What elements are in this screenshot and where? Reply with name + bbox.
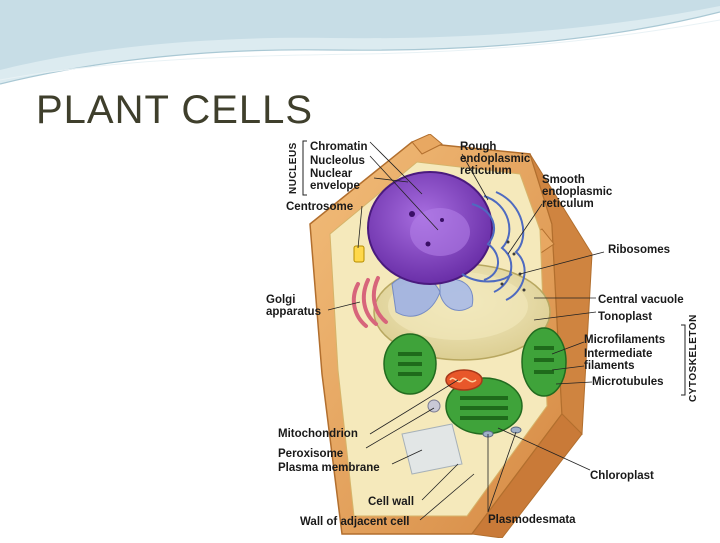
golgi-apparatus-label: Golgi apparatus	[266, 294, 321, 318]
header-banner	[0, 0, 720, 85]
cell-wall-label: Cell wall	[368, 496, 415, 508]
chloroplast-shape	[383, 327, 567, 435]
plant-cell-illustration	[262, 133, 702, 539]
ribosomes-label: Ribosomes	[608, 244, 670, 256]
centrosome-label: Centrosome	[286, 201, 354, 213]
microfilaments-label: Microfilaments	[584, 334, 666, 346]
wall-of-adjacent-cell-label: Wall of adjacent cell	[300, 516, 410, 528]
mitochondrion-shape	[445, 369, 483, 391]
nucleus-bracket	[302, 140, 307, 196]
centrosome-shape	[353, 245, 365, 263]
tonoplast-label: Tonoplast	[598, 311, 653, 323]
nuclear-envelope-label: Nuclear envelope	[310, 168, 360, 192]
cytoskeleton-bracket	[681, 324, 686, 396]
er-shape	[461, 191, 526, 301]
rough-er-label: Rough endoplasmic reticulum	[460, 141, 531, 177]
smooth-er-label: Smooth endoplasmic reticulum	[542, 174, 613, 210]
slide-title: PLANT CELLS	[36, 88, 314, 132]
plant-cell-diagram: NUCLEUS Chromatin Nucleolus Nuclear enve…	[262, 133, 702, 539]
nucleolus-label: Nucleolus	[310, 155, 365, 167]
plasma-membrane-label: Plasma membrane	[278, 462, 380, 474]
central-vacuole-label: Central vacuole	[598, 294, 684, 306]
intermediate-filaments-label: Intermediate filaments	[584, 348, 653, 372]
cytoskeleton-group-label: CYTOSKELETON	[688, 314, 699, 402]
mitochondrion-label: Mitochondrion	[278, 428, 358, 440]
chloroplast-label: Chloroplast	[590, 470, 654, 482]
microtubules-label: Microtubules	[592, 376, 664, 388]
peroxisome-label: Peroxisome	[278, 448, 344, 460]
nucleus-shape	[367, 171, 493, 285]
golgi-shape	[351, 276, 388, 328]
chromatin-label: Chromatin	[310, 141, 368, 153]
nucleus-group-label: NUCLEUS	[288, 142, 299, 194]
plasmodesmata-label: Plasmodesmata	[488, 514, 576, 526]
